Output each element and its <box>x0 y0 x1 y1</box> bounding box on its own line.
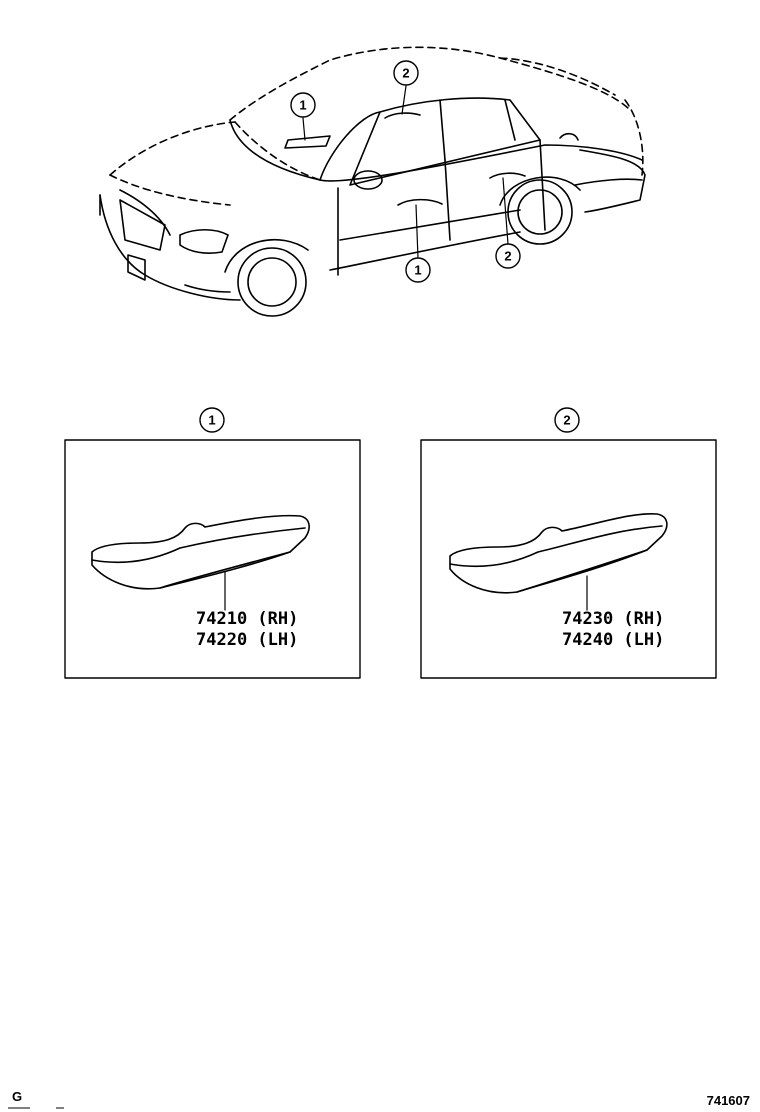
car-callout-label: 2 <box>504 249 511 264</box>
car-callout-label: 1 <box>414 263 421 278</box>
car-callout-circle-4 <box>495 243 521 269</box>
car-callout-circle-3 <box>405 257 431 283</box>
part-number-74220: 74220 (LH) <box>196 630 298 650</box>
car-callout-circle-1 <box>290 92 316 118</box>
car-callout-circle-2 <box>393 60 419 86</box>
car-illustration <box>99 46 646 317</box>
panel-2-frame <box>420 439 717 679</box>
car-callout-label: 2 <box>402 66 409 81</box>
panel-2-callout-circle <box>554 407 580 433</box>
panel-2-callout-label: 2 <box>563 413 570 428</box>
armrest-2-drawing <box>449 513 668 594</box>
armrest-1-drawing <box>91 514 310 590</box>
panel-1-frame <box>64 439 361 679</box>
part-number-74210: 74210 (RH) <box>196 609 298 629</box>
car-callout-label: 1 <box>299 98 306 113</box>
figure-id: 741607 <box>706 1093 750 1108</box>
part-number-74230: 74230 (RH) <box>562 609 664 629</box>
footer-left-code: G <box>12 1089 23 1104</box>
part-number-74240: 74240 (LH) <box>562 630 664 650</box>
panel-1-callout-circle <box>199 407 225 433</box>
panel-1-callout-label: 1 <box>208 413 215 428</box>
